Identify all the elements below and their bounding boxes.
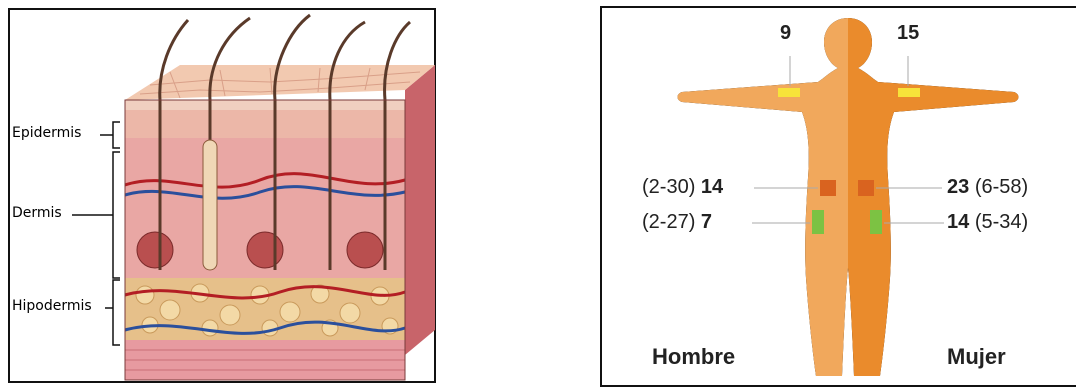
dermis-label: Dermis <box>12 205 62 221</box>
abdomen-value-hombre: (2-30) 14 <box>642 176 723 199</box>
thigh-value-mujer: 14 (5-34) <box>947 211 1028 234</box>
skin-cross-section-illustration <box>10 10 438 385</box>
skin-diagram-panel: Epidermis Dermis Hipodermis <box>8 8 436 383</box>
abdomen-site-mujer <box>858 180 874 196</box>
mujer-label: Mujer <box>947 344 1006 370</box>
arm-value-hombre: 9 <box>780 22 791 45</box>
arm-value-mujer: 15 <box>897 22 919 45</box>
thigh-site-hombre <box>812 210 824 234</box>
epidermis-label: Epidermis <box>12 125 81 141</box>
abdomen-value-mujer: 23 (6-58) <box>947 176 1028 199</box>
hombre-label: Hombre <box>652 344 735 370</box>
arm-site-mujer <box>898 88 920 97</box>
arm-site-hombre <box>778 88 800 97</box>
thigh-value-hombre: (2-27) 7 <box>642 211 712 234</box>
thigh-site-mujer <box>870 210 882 234</box>
body-map-panel: 9 15 (2-30) 14 (2-27) 7 23 (6-58) 14 (5-… <box>600 6 1076 387</box>
hipodermis-label: Hipodermis <box>12 298 92 314</box>
abdomen-site-hombre <box>820 180 836 196</box>
